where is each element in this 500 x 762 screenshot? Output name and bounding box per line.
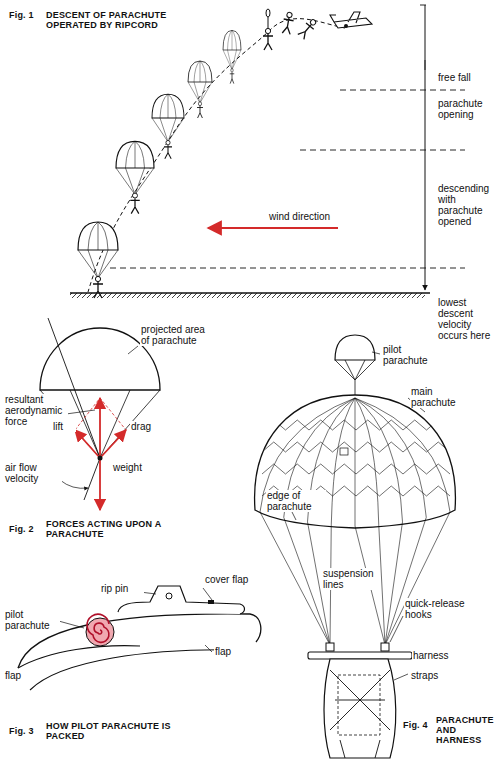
drawing-use	[116, 141, 154, 213]
drawing-use	[188, 61, 212, 118]
drawing-path	[331, 398, 355, 525]
figure-caption: DESCENT OF PARACHUTE OPERATED BY RIPCORD	[45, 10, 177, 30]
drawing-path	[355, 398, 403, 522]
part-label: parachute opening	[437, 98, 497, 120]
drawing-path	[425, 60, 432, 90]
drawing-path	[30, 645, 212, 680]
part-label: cover flap	[204, 574, 266, 585]
drawing-path	[128, 346, 138, 354]
drawing-path	[292, 398, 425, 680]
part-label: suspension lines	[322, 568, 380, 590]
drawing-path	[18, 646, 240, 690]
drawing-path	[324, 659, 396, 758]
drawing-path	[255, 395, 456, 528]
drawing-use	[263, 28, 273, 50]
drawing-path	[385, 517, 426, 645]
drawing-g	[263, 9, 273, 50]
part-label: edge of parachute	[266, 490, 326, 512]
drawing-path	[355, 398, 379, 525]
drawing-path	[355, 398, 356, 526]
part-label: main parachute	[410, 386, 472, 408]
drawing-use	[78, 222, 118, 298]
drawing-ellipse	[266, 9, 270, 17]
drawing-circle	[166, 593, 172, 599]
figure-caption: Fig. 4	[402, 720, 438, 730]
part-label: lift	[52, 421, 76, 432]
part-label: pilot parachute	[4, 609, 60, 631]
part-label: lowest descent velocity occurs here	[437, 297, 497, 341]
part-label: wind direction	[268, 211, 350, 222]
drawing-rect	[70, 293, 425, 298]
drawing-path	[88, 19, 345, 292]
drawing-path	[260, 512, 330, 645]
drawing-path	[268, 16, 269, 28]
drawing-rect	[326, 643, 334, 651]
figure-caption: FORCES ACTING UPON A PARACHUTE	[45, 519, 172, 539]
part-label: free fall	[437, 72, 497, 83]
drawing-path	[355, 398, 450, 512]
drawing-use	[281, 12, 295, 35]
drawing-path	[75, 398, 126, 430]
drawing-path	[75, 430, 100, 458]
drawing-circle	[344, 24, 348, 28]
figure-caption: Fig. 2	[8, 524, 44, 534]
drawing-use	[297, 17, 319, 40]
part-label: air flow velocity	[4, 462, 62, 484]
drawing-g	[260, 398, 450, 526]
drawing-use	[152, 94, 184, 159]
drawing-path	[140, 588, 212, 600]
descent-figure	[70, 5, 465, 298]
pack-figure	[18, 586, 261, 690]
part-label: projected area of parachute	[140, 324, 212, 346]
drawing-path	[110, 5, 465, 268]
part-label: straps	[410, 670, 454, 681]
drawing-path	[262, 442, 450, 452]
drawing-path	[99, 398, 101, 458]
drawing-path	[260, 398, 355, 512]
drawing-path	[100, 430, 126, 458]
part-label: weight	[112, 462, 156, 473]
drawing-path	[208, 227, 338, 229]
drawing-path	[425, 5, 426, 290]
drawing-path	[99, 458, 101, 510]
drawing-path	[330, 12, 372, 28]
part-label: quick-release hooks	[404, 598, 476, 620]
part-label: harness	[412, 650, 460, 661]
part-label: flap	[214, 646, 246, 657]
drawing-path	[335, 360, 375, 395]
drawing-rect	[208, 600, 214, 604]
figure-caption: HOW PILOT PARACHUTE IS PACKED	[45, 721, 172, 741]
drawing-path	[66, 410, 95, 414]
part-label: flap	[4, 670, 36, 681]
figure-caption: Fig. 3	[8, 726, 44, 736]
part-label: rip pin	[100, 583, 144, 594]
drawing-path	[262, 420, 450, 430]
drawing-path	[335, 335, 375, 360]
drawing-use	[223, 30, 241, 83]
figure-caption: Fig. 1	[8, 10, 44, 20]
part-label: drag	[130, 421, 162, 432]
drawing-g	[330, 12, 372, 28]
drawing-rect	[340, 448, 348, 455]
figure-caption: PARACHUTE AND HARNESS	[435, 715, 497, 745]
drawing-path	[262, 464, 450, 474]
drawing-path	[330, 670, 390, 758]
part-label: pilot parachute	[382, 344, 444, 366]
drawing-path	[385, 512, 450, 645]
drawing-path	[372, 352, 380, 354]
drawing-path	[70, 292, 430, 293]
drawing-g	[260, 512, 450, 645]
drawing-circle	[98, 456, 103, 461]
drawing-path	[87, 614, 109, 642]
part-label: descending with parachute opened	[437, 183, 497, 227]
drawing-rect	[381, 643, 389, 651]
drawing-path	[60, 480, 88, 488]
drawing-rect	[308, 652, 412, 659]
